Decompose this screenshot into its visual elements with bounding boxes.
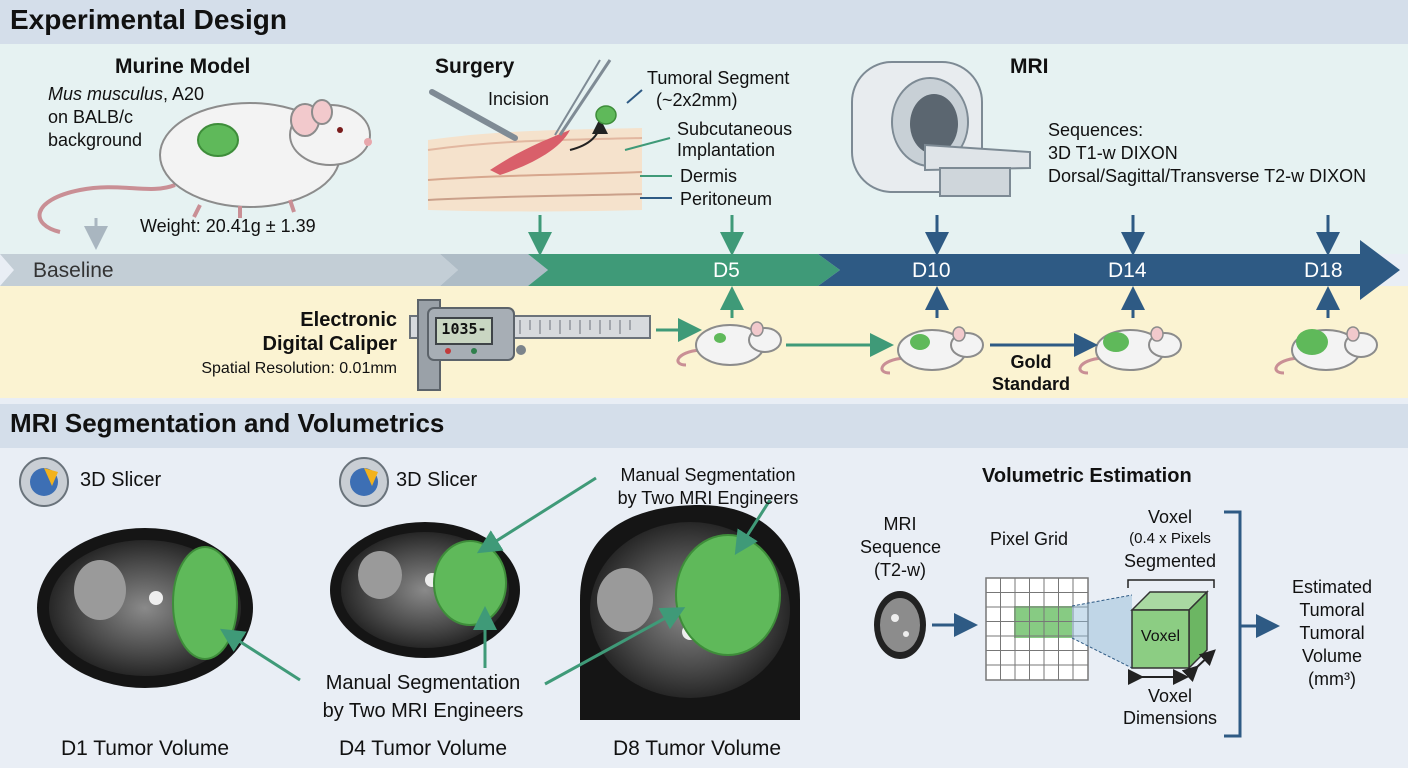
murine-species-line: Mus musculus, A20 xyxy=(48,84,204,105)
scan-label-d8: D8 Tumor Volume xyxy=(612,737,782,760)
gold-standard-1: Gold xyxy=(1010,352,1052,372)
slicer-label-1: 3D Slicer xyxy=(80,469,162,491)
mini-mri-icon xyxy=(874,591,926,659)
caliper-display: 1035- xyxy=(441,320,487,338)
subcutaneous-label: Subcutaneous xyxy=(677,119,793,139)
peritoneum-label: Peritoneum xyxy=(680,189,773,209)
small-mouse-d18 xyxy=(1274,326,1378,375)
mri-title: MRI xyxy=(1010,55,1049,78)
small-mouse-d5 xyxy=(676,321,782,367)
estimated-2: Tumoral xyxy=(1299,600,1365,620)
small-mouse-d14 xyxy=(1078,326,1182,375)
mri-seq-line-1: MRI xyxy=(883,514,917,534)
voxel-dimensions-1: Voxel xyxy=(1147,686,1193,706)
dermis-label: Dermis xyxy=(680,166,737,186)
incision-label: Incision xyxy=(488,89,550,109)
timeline-d18: D18 xyxy=(1304,259,1343,282)
voxel-cube xyxy=(1130,590,1209,670)
sequence-2: Dorsal/Sagittal/Transverse T2-w DIXON xyxy=(1048,166,1367,186)
mri-seq-line-2: Sequence xyxy=(860,537,942,557)
implantation-label: Implantation xyxy=(677,140,776,160)
voxel-subtitle-1: (0.4 x Pixels xyxy=(1129,530,1211,547)
scan-d8 xyxy=(580,505,800,720)
murine-weight: Weight: 20.41g ± 1.39 xyxy=(140,216,316,236)
surgery-title: Surgery xyxy=(435,55,515,78)
voxel-title: Voxel xyxy=(1147,507,1193,527)
annotation-top-1: Manual Segmentation xyxy=(620,465,796,485)
scan-label-d4: D4 Tumor Volume xyxy=(338,737,508,760)
tumoral-size-label: (~2x2mm) xyxy=(656,90,738,110)
voxel-dimensions-2: Dimensions xyxy=(1122,708,1218,728)
scan-d1 xyxy=(37,528,253,688)
caliper-resolution: Spatial Resolution: 0.01mm xyxy=(201,360,397,377)
mri-seq-line-3: (T2-w) xyxy=(874,560,926,580)
surgery-illustration xyxy=(427,59,672,212)
timeline-band xyxy=(0,240,1400,300)
small-mouse-d10 xyxy=(880,326,984,375)
murine-background-line: on BALB/c xyxy=(48,107,134,127)
estimated-5: (mm³) xyxy=(1308,669,1356,689)
murine-species: Mus musculus xyxy=(48,84,164,104)
sequences-label: Sequences: xyxy=(1048,120,1144,140)
volumetric-title: Volumetric Estimation xyxy=(982,465,1192,487)
annotation-bottom-2: by Two MRI Engineers xyxy=(322,700,524,722)
voxel-subtitle-2: Segmented xyxy=(1123,551,1217,571)
voxel-box-label: Voxel xyxy=(1140,628,1181,645)
pixel-grid xyxy=(985,577,1089,681)
murine-species-rest: , A20 xyxy=(163,84,205,104)
scan-d4 xyxy=(330,522,520,658)
timeline-d14: D14 xyxy=(1108,259,1147,282)
timeline-baseline: Baseline xyxy=(33,259,114,282)
estimated-3: Tumoral xyxy=(1299,623,1365,643)
slicer-icon-1 xyxy=(19,457,69,507)
murine-background-word: background xyxy=(48,130,143,150)
timeline-d5: D5 xyxy=(713,259,740,282)
section-title-experimental: Experimental Design xyxy=(10,4,287,35)
pixel-grid-label: Pixel Grid xyxy=(990,529,1069,549)
sequence-1: 3D T1-w DIXON xyxy=(1048,143,1178,163)
slicer-icon-2 xyxy=(339,457,389,507)
caliper-illustration xyxy=(409,299,651,391)
caliper-title-2: Digital Caliper xyxy=(262,333,397,355)
slicer-label-2: 3D Slicer xyxy=(396,469,478,491)
mri-scanner-illustration xyxy=(851,61,1031,197)
scan-label-d1: D1 Tumor Volume xyxy=(60,737,230,760)
tumoral-segment-label: Tumoral Segment xyxy=(647,68,790,88)
murine-title: Murine Model xyxy=(115,55,251,78)
annotation-top-2: by Two MRI Engineers xyxy=(617,488,799,508)
estimated-4: Volume xyxy=(1301,646,1363,666)
caliper-title-1: Electronic xyxy=(300,309,397,331)
estimated-1: Estimated xyxy=(1291,577,1373,597)
gold-standard-2: Standard xyxy=(991,374,1070,394)
section-header-segmentation xyxy=(0,404,1408,448)
section-header-experimental xyxy=(0,0,1408,44)
annotation-bottom-1: Manual Segmentation xyxy=(325,672,521,694)
tumor-marker xyxy=(197,123,239,157)
section-title-segmentation: MRI Segmentation and Volumetrics xyxy=(10,408,445,438)
timeline-d10: D10 xyxy=(912,259,951,282)
